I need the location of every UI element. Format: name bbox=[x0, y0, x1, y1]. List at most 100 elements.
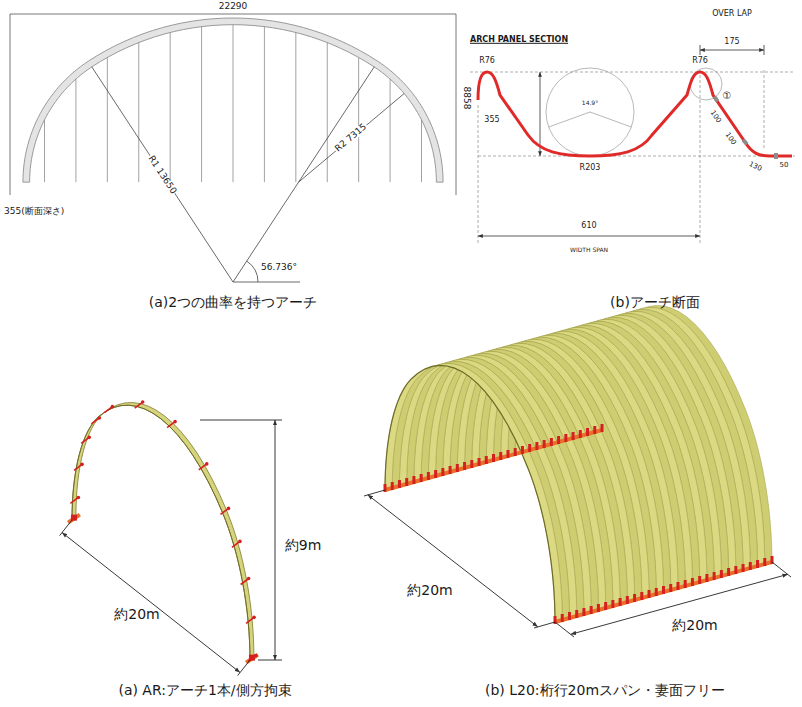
support-mark bbox=[684, 580, 687, 588]
dimension-line bbox=[275, 420, 276, 660]
guide-line bbox=[764, 70, 765, 150]
support-mark bbox=[550, 438, 553, 446]
dimension-line bbox=[540, 72, 541, 156]
lateral-restraint bbox=[135, 400, 145, 408]
panel-caption: (a)2つの曲率を持つアーチ bbox=[149, 295, 317, 310]
panel-caption: (b)アーチ断面 bbox=[610, 295, 700, 310]
support-mark bbox=[611, 600, 614, 608]
gable-edge bbox=[385, 365, 555, 622]
support-mark bbox=[470, 460, 473, 468]
vertical-line bbox=[138, 43, 139, 183]
support-mark bbox=[604, 602, 607, 610]
support-mark bbox=[561, 614, 564, 622]
restraint-dot bbox=[87, 436, 91, 440]
support-mark bbox=[506, 450, 509, 458]
extension-line bbox=[700, 45, 701, 55]
vertical-line bbox=[264, 27, 265, 183]
support-mark bbox=[434, 470, 437, 478]
support-mark bbox=[626, 596, 629, 604]
support-mark bbox=[579, 430, 582, 438]
radius-label: R76 bbox=[479, 57, 495, 65]
note-label: 355(断面深さ) bbox=[4, 207, 64, 216]
connector-mark bbox=[742, 138, 749, 145]
lateral-restraint bbox=[199, 462, 209, 470]
restraint-dot bbox=[141, 400, 145, 404]
dimension-label: 約9m bbox=[285, 538, 322, 553]
support-mark bbox=[727, 568, 730, 576]
support-mark bbox=[572, 432, 575, 440]
extension-line bbox=[258, 660, 282, 661]
support-mark bbox=[71, 515, 77, 521]
support-mark bbox=[691, 578, 694, 586]
support-row bbox=[555, 562, 772, 622]
extension-line bbox=[534, 622, 555, 628]
vertical-line bbox=[390, 79, 391, 182]
support-mark bbox=[568, 612, 571, 620]
frame-line bbox=[10, 14, 11, 195]
support-mark bbox=[405, 478, 408, 486]
dimension-label: 130 bbox=[747, 161, 762, 173]
arch-band bbox=[23, 18, 443, 182]
vertical-line bbox=[358, 58, 359, 183]
arch-member bbox=[72, 403, 254, 660]
support-mark bbox=[249, 655, 255, 661]
vertical-line bbox=[201, 27, 202, 183]
extension-line bbox=[364, 490, 385, 496]
support-mark bbox=[521, 446, 524, 454]
extension-line bbox=[772, 562, 791, 577]
restraint-dot bbox=[252, 616, 256, 620]
restraint-dot bbox=[111, 405, 115, 409]
radius-label: R2 7315 bbox=[333, 122, 370, 155]
extension-line bbox=[764, 45, 765, 55]
dimension-line bbox=[478, 236, 700, 237]
lateral-restraint bbox=[104, 405, 114, 413]
support-row bbox=[385, 430, 602, 490]
support-mark bbox=[557, 436, 560, 444]
vertical-line bbox=[75, 79, 76, 182]
support-mark bbox=[669, 584, 672, 592]
panel-caption: (a) AR:アーチ1本/側方拘束 bbox=[118, 683, 291, 698]
lateral-restraint bbox=[220, 507, 230, 515]
support-mark bbox=[412, 476, 415, 484]
dimension-label: 175 bbox=[724, 38, 739, 46]
support-mark bbox=[713, 572, 716, 580]
section-title: ARCH PANEL SECTION bbox=[470, 36, 568, 44]
lateral-restraint bbox=[232, 540, 242, 548]
support-mark bbox=[662, 586, 665, 594]
dimension-label: 100 bbox=[708, 109, 723, 126]
extension-line bbox=[200, 420, 282, 421]
restraint-dot bbox=[77, 496, 81, 500]
support-mark bbox=[720, 570, 723, 578]
radius-circle bbox=[546, 68, 634, 156]
angle-label: 14.9° bbox=[582, 100, 598, 106]
guide-line bbox=[478, 156, 795, 157]
dimension-label: 50 bbox=[780, 162, 789, 169]
restraint-dot bbox=[205, 462, 209, 466]
dimension-line bbox=[700, 50, 764, 51]
dimension-label: 22290 bbox=[218, 2, 249, 11]
support-mark bbox=[648, 590, 651, 598]
support-mark bbox=[742, 564, 745, 572]
restraint-dot bbox=[173, 420, 177, 424]
support-mark bbox=[676, 582, 679, 590]
vertical-line bbox=[44, 120, 45, 182]
extension-line bbox=[60, 520, 72, 536]
support-mark bbox=[492, 454, 495, 462]
support-bar bbox=[68, 515, 80, 523]
dimension-line bbox=[368, 495, 538, 627]
support-mark bbox=[528, 444, 531, 452]
dimension-label: 約20m bbox=[407, 583, 452, 598]
lateral-restraint bbox=[241, 577, 251, 585]
support-mark bbox=[564, 434, 567, 442]
vertical-line bbox=[233, 25, 234, 182]
dimension-line bbox=[571, 574, 788, 634]
dimension-label: 355 bbox=[483, 116, 500, 124]
angle-label: 56.736° bbox=[261, 263, 297, 272]
dimension-line bbox=[62, 533, 240, 673]
radius-label: R1 13650 bbox=[146, 153, 179, 196]
support-mark bbox=[485, 456, 488, 464]
shell-strip bbox=[385, 363, 562, 622]
vertical-line bbox=[107, 58, 108, 183]
